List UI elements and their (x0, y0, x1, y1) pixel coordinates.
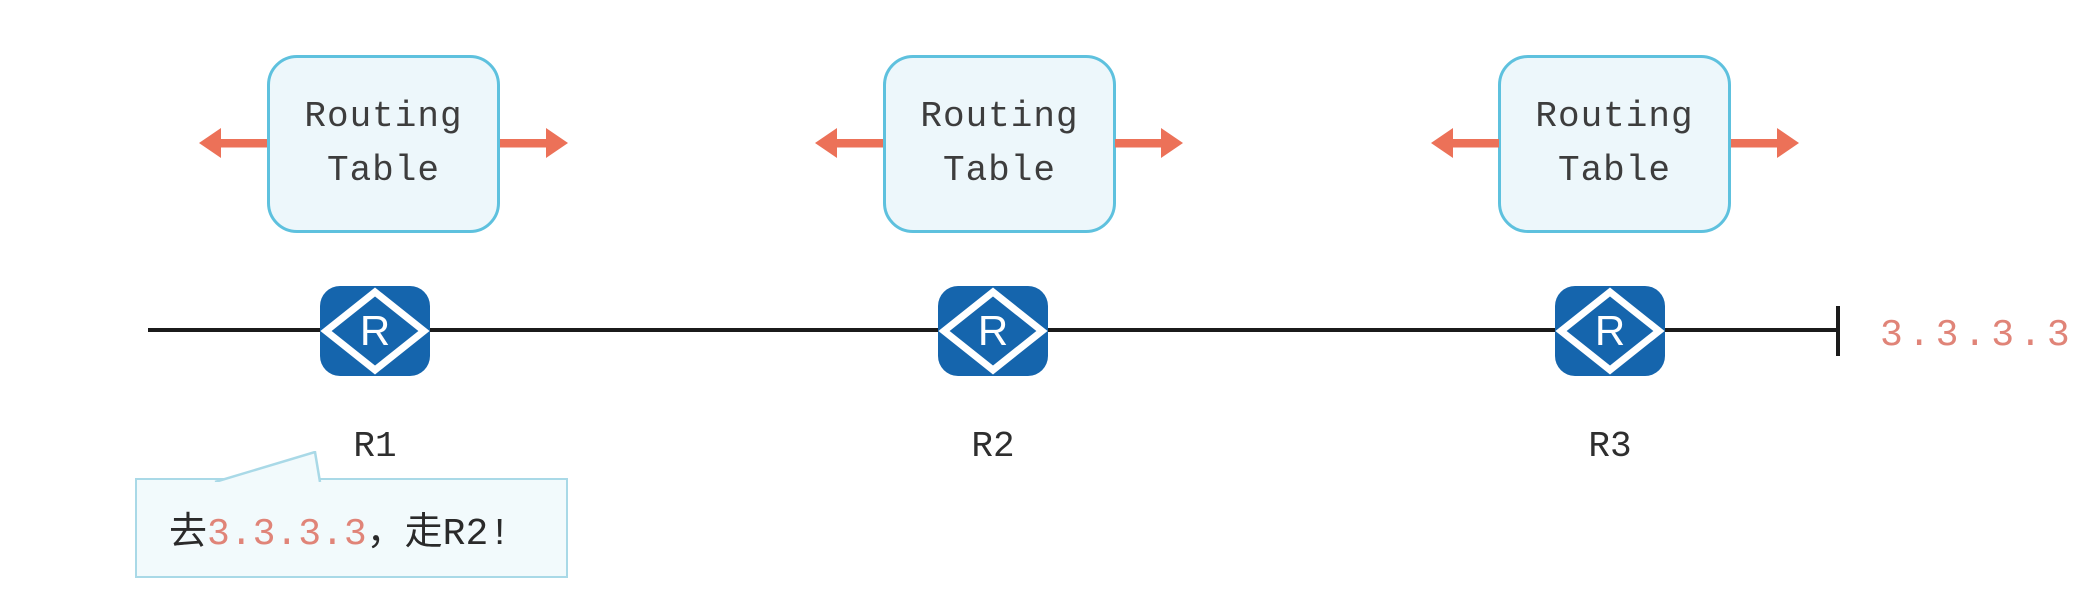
callout-text: 去3.3.3.3，走R2! (137, 500, 511, 556)
router-label-r3: R3 (1588, 426, 1632, 467)
routing-table-box-r3: Routing Table (1498, 55, 1731, 233)
route-advertise-right-arrow-icon (1731, 128, 1799, 158)
router-label-r1: R1 (353, 426, 397, 467)
router-letter: R (1595, 307, 1625, 354)
routing-table-label: Routing Table (920, 96, 1079, 191)
router-letter: R (360, 307, 390, 354)
routing-table-label: Routing Table (304, 96, 463, 191)
routing-table-label: Routing Table (1535, 96, 1694, 191)
callout-text-suffix: ，走R2! (366, 513, 512, 556)
route-advertise-left-arrow-icon (815, 128, 883, 158)
link-end-terminator (1836, 306, 1840, 356)
route-advertise-right-arrow-icon (1115, 128, 1183, 158)
route-advertise-left-arrow-icon (199, 128, 267, 158)
routing-table-box-r2: Routing Table (883, 55, 1116, 233)
callout-text-ip: 3.3.3.3 (207, 513, 367, 556)
callout-bubble: 去3.3.3.3，走R2! (135, 451, 568, 578)
router-icon-r1: R (320, 286, 430, 376)
router-letter: R (978, 307, 1008, 354)
router-icon-r2: R (938, 286, 1048, 376)
destination-ip-label: 3.3.3.3 (1880, 314, 2075, 357)
callout-bubble-tail (214, 451, 322, 482)
route-advertise-left-arrow-icon (1431, 128, 1499, 158)
callout-text-prefix: 去 (169, 513, 208, 556)
routing-table-box-r1: Routing Table (267, 55, 500, 233)
router-icon-r3: R (1555, 286, 1665, 376)
route-advertise-right-arrow-icon (500, 128, 568, 158)
router-label-r2: R2 (971, 426, 1015, 467)
